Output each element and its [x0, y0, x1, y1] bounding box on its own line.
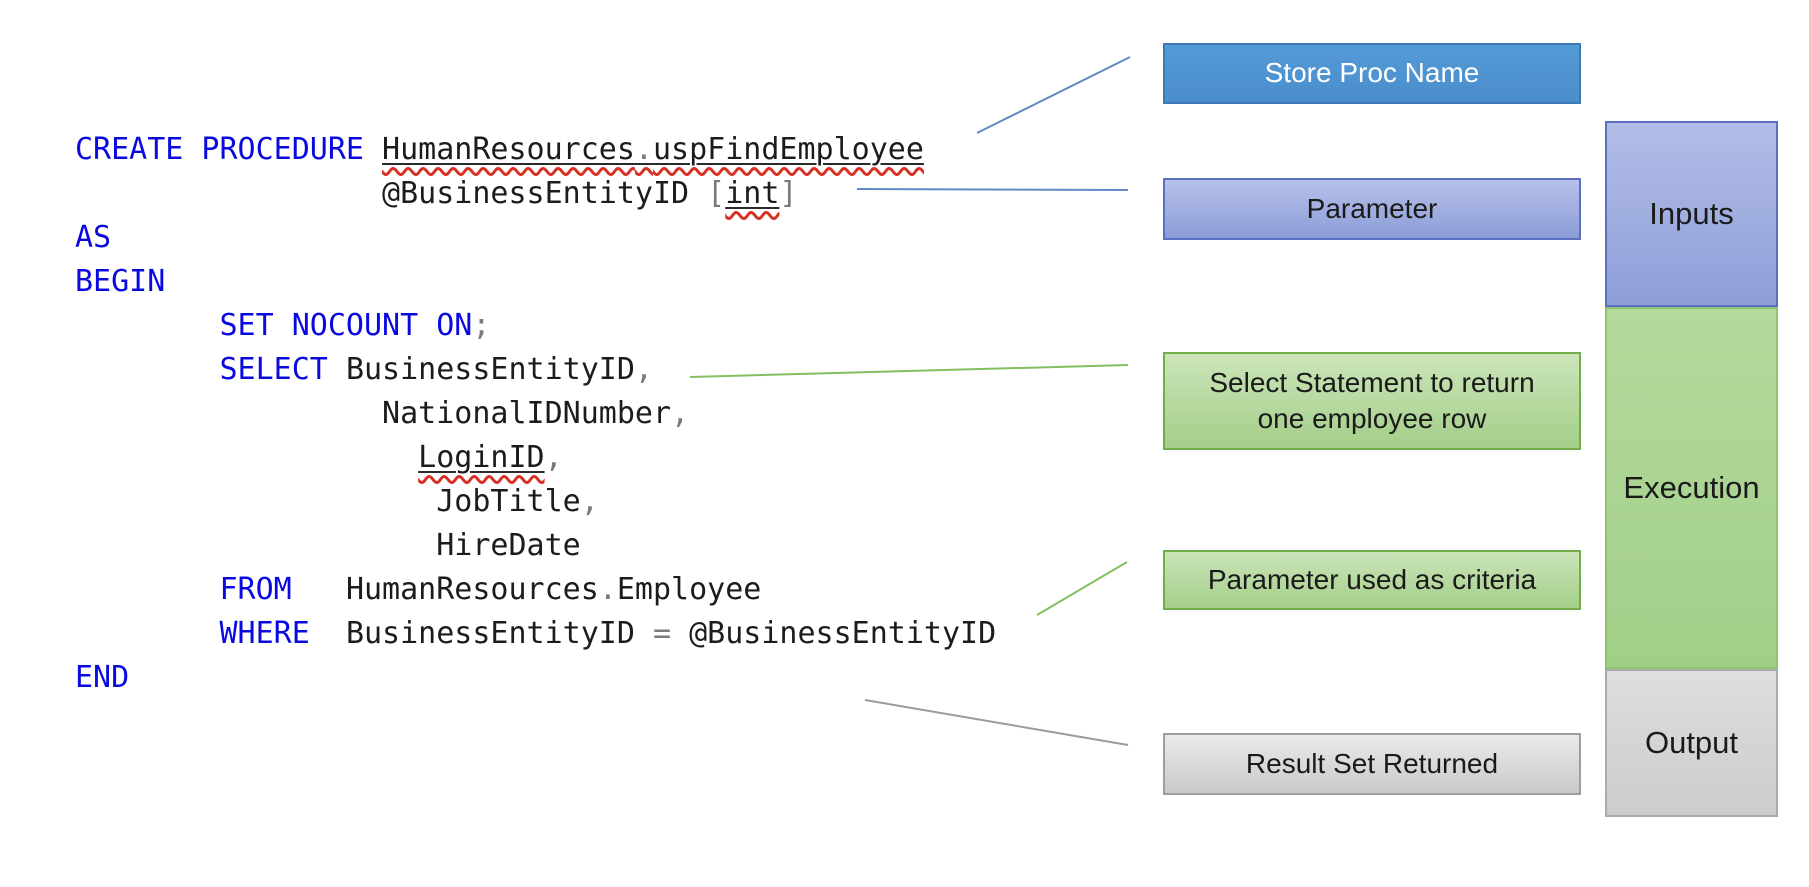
code-token: CREATE PROCEDURE [75, 132, 383, 167]
code-token: BusinessEntityID [345, 616, 635, 651]
code-token: JobTitle [436, 484, 581, 519]
callout-result-set: Result Set Returned [1163, 733, 1581, 795]
sql-code: CREATE PROCEDURE HumanResources.uspFindE… [75, 128, 996, 700]
callout-store-proc-name-label: Store Proc Name [1264, 57, 1480, 89]
callout-select-statement-label: Select Statement to return [1209, 366, 1535, 398]
line-result-set [864, 699, 1129, 746]
code-token: , [580, 484, 599, 519]
code-line: END [75, 656, 996, 700]
code-token [328, 352, 346, 387]
code-token: AS [75, 220, 112, 255]
code-line: JobTitle, [75, 480, 996, 524]
callout-parameter: Parameter [1163, 178, 1581, 240]
code-line: CREATE PROCEDURE HumanResources.uspFindE… [75, 128, 996, 172]
code-token: uspFindEmployee [652, 132, 924, 167]
code-token [75, 176, 382, 211]
pipeline-inputs-label: Inputs [1649, 196, 1734, 231]
code-token [310, 616, 346, 651]
code-token: END [75, 660, 130, 695]
code-token: BEGIN [75, 264, 166, 299]
pipeline-execution-label: Execution [1623, 470, 1760, 505]
code-token: [ [707, 176, 726, 211]
code-token [75, 572, 220, 607]
code-line: @BusinessEntityID [int] [75, 172, 996, 216]
code-token: HireDate [436, 528, 581, 563]
code-token [75, 440, 418, 475]
code-token [635, 616, 653, 651]
code-token: = [652, 616, 672, 651]
code-token: @BusinessEntityID [382, 176, 690, 211]
code-token: , [634, 352, 653, 387]
code-token [75, 396, 382, 431]
pipeline-output: Output [1605, 669, 1778, 817]
code-token: SET NOCOUNT ON [219, 308, 473, 343]
code-token: , [671, 396, 690, 431]
code-token: BusinessEntityID [345, 352, 635, 387]
code-token [75, 484, 436, 519]
line-parameter-criteria [1036, 561, 1128, 616]
code-token: Employee [616, 572, 762, 607]
code-token: . [598, 572, 617, 607]
pipeline-output-label: Output [1644, 725, 1739, 760]
code-token: ; [472, 308, 491, 343]
callout-result-set-label: Result Set Returned [1245, 747, 1499, 779]
callout-store-proc-name: Store Proc Name [1163, 43, 1581, 104]
line-select-statement [689, 364, 1129, 378]
code-line: SELECT BusinessEntityID, [75, 348, 996, 392]
callout-parameter-criteria: Parameter used as criteria [1163, 550, 1581, 610]
code-token: HumanResources [382, 132, 635, 167]
spellcheck-squiggle: HumanResources.uspFindEmployee [382, 132, 924, 167]
code-token [75, 528, 436, 563]
code-token: int [725, 176, 780, 211]
code-line: FROM HumanResources.Employee [75, 568, 996, 612]
code-token [292, 572, 346, 607]
code-token: , [544, 440, 563, 475]
callout-select-statement: Select Statement to return one employee r… [1163, 352, 1581, 450]
pipeline-execution: Execution [1605, 307, 1778, 669]
code-token [671, 616, 689, 651]
code-token: WHERE [219, 616, 310, 651]
code-line: AS [75, 216, 996, 260]
code-token: NationalIDNumber [382, 396, 672, 431]
callout-parameter-criteria-label: Parameter used as criteria [1207, 563, 1537, 595]
code-line: SET NOCOUNT ON; [75, 304, 996, 348]
callout-parameter-label: Parameter [1306, 192, 1438, 224]
code-line: BEGIN [75, 260, 996, 304]
code-token: ] [779, 176, 798, 211]
code-token: LoginID [418, 440, 545, 475]
code-token: HumanResources [345, 572, 599, 607]
code-token: SELECT [219, 352, 328, 387]
code-line: WHERE BusinessEntityID = @BusinessEntity… [75, 612, 997, 656]
code-token [689, 176, 707, 211]
code-token [75, 616, 220, 651]
code-token [75, 308, 220, 343]
line-store-proc-name [976, 56, 1131, 134]
callout-select-statement-label: one employee row [1257, 403, 1487, 434]
code-line: NationalIDNumber, [75, 392, 996, 436]
pipeline-inputs: Inputs [1605, 121, 1778, 307]
code-line: LoginID, [75, 436, 996, 480]
line-parameter [856, 188, 1129, 191]
code-line: HireDate [75, 524, 996, 568]
spellcheck-squiggle: int [725, 176, 779, 211]
spellcheck-squiggle: LoginID [418, 440, 544, 475]
code-token: FROM [219, 572, 292, 607]
code-token [75, 352, 220, 387]
code-token: . [634, 132, 653, 167]
code-token: @BusinessEntityID [689, 616, 997, 651]
